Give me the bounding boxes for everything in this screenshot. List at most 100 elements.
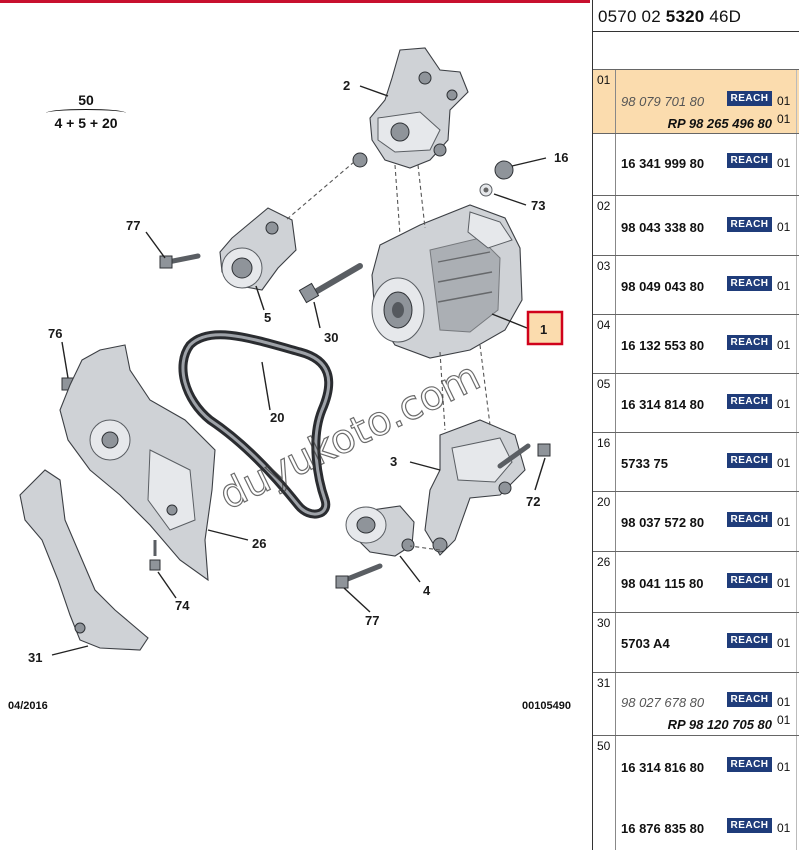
row-rule xyxy=(796,673,797,735)
part-number[interactable]: 98 037 572 80 xyxy=(621,515,705,530)
part-number[interactable]: 5703 A4 xyxy=(621,636,670,651)
part-row-05[interactable]: 05 16 314 814 80 REACH 01 xyxy=(593,374,799,433)
part-number-secondary[interactable]: 16 876 835 80 xyxy=(621,821,705,836)
tensioner-5-part[interactable] xyxy=(219,207,297,291)
part-number[interactable]: 98 049 043 80 xyxy=(621,279,705,294)
ref-prefix: 0570 02 xyxy=(598,7,661,26)
callout-31[interactable]: 31 xyxy=(28,650,42,665)
callout-4[interactable]: 4 xyxy=(423,583,431,598)
lower-cover-part[interactable] xyxy=(19,469,149,651)
diagram-code: 00105490 xyxy=(522,700,571,712)
row-rule xyxy=(796,256,797,314)
row-rule xyxy=(796,433,797,491)
reference-header: 0570 02 5320 46D xyxy=(593,0,799,32)
part-number[interactable]: 16 132 553 80 xyxy=(621,338,705,353)
bolt-72-part[interactable] xyxy=(497,443,551,469)
replacement-part-number[interactable]: RP 98 265 496 80 xyxy=(667,116,772,131)
part-row-01b[interactable]: 16 341 999 80 REACH 01 xyxy=(593,134,799,196)
nut-16-part[interactable] xyxy=(494,160,514,180)
callout-30[interactable]: 30 xyxy=(324,330,338,345)
lower-bracket-3-part[interactable] xyxy=(424,419,526,556)
part-number[interactable]: 98 041 115 80 xyxy=(621,576,704,591)
item-number: 02 xyxy=(593,196,616,255)
item-number xyxy=(593,134,616,195)
washer-73-part[interactable] xyxy=(479,183,493,197)
quantity: 01 xyxy=(777,220,791,234)
drive-belt-part[interactable] xyxy=(178,330,334,519)
callout-5[interactable]: 5 xyxy=(264,310,271,325)
part-number[interactable]: 98 027 678 80 xyxy=(621,695,705,710)
timing-cover-part[interactable] xyxy=(59,344,216,582)
callout-77-lower[interactable]: 77 xyxy=(365,613,379,628)
callout-77-upper[interactable]: 77 xyxy=(126,218,140,233)
diagram-date: 04/2016 xyxy=(8,700,48,712)
part-number[interactable]: 98 079 701 80 xyxy=(621,94,705,109)
replacement-quantity: 01 xyxy=(777,713,791,727)
bolt-77-lower-part[interactable] xyxy=(335,563,383,589)
idler-pulley-part[interactable] xyxy=(345,505,415,557)
callout-74[interactable]: 74 xyxy=(175,598,190,613)
reach-badge: REACH xyxy=(727,573,772,588)
quantity: 01 xyxy=(777,576,791,590)
part-number[interactable]: 16 341 999 80 xyxy=(621,156,705,171)
item-number: 30 xyxy=(593,613,616,672)
item-number: 20 xyxy=(593,492,616,551)
reach-badge: REACH xyxy=(727,276,772,291)
quantity: 01 xyxy=(777,695,791,709)
bolt-77-upper-part[interactable] xyxy=(159,253,201,269)
callout-1[interactable]: 1 xyxy=(540,322,547,337)
callout-20[interactable]: 20 xyxy=(270,410,284,425)
reach-badge: REACH xyxy=(727,217,772,232)
callout-1-highlight-box[interactable] xyxy=(526,310,564,346)
part-row-16[interactable]: 16 5733 75 REACH 01 xyxy=(593,433,799,492)
part-row-03[interactable]: 03 98 049 043 80 REACH 01 xyxy=(593,256,799,315)
part-row-30[interactable]: 30 5703 A4 REACH 01 xyxy=(593,613,799,673)
quantity: 01 xyxy=(777,338,791,352)
quantity: 01 xyxy=(777,636,791,650)
reach-badge: REACH xyxy=(727,512,772,527)
part-number[interactable]: 16 314 814 80 xyxy=(621,397,705,412)
part-number[interactable]: 98 043 338 80 xyxy=(621,220,705,235)
kit-formula-parts: 4 + 5 + 20 xyxy=(54,115,118,131)
row-rule xyxy=(796,374,797,432)
reach-badge: REACH xyxy=(727,394,772,409)
callout-72[interactable]: 72 xyxy=(526,494,540,509)
item-number: 31 xyxy=(593,673,616,735)
reach-badge: REACH xyxy=(727,453,772,468)
bolt-74-part[interactable] xyxy=(149,540,161,571)
row-rule xyxy=(796,70,797,133)
kit-formula: 50 4 + 5 + 20 xyxy=(42,92,130,131)
blank-row xyxy=(593,32,799,70)
item-number: 50 xyxy=(593,736,616,850)
part-row-26[interactable]: 26 98 041 115 80 REACH 01 xyxy=(593,552,799,613)
row-rule xyxy=(796,315,797,373)
item-number: 03 xyxy=(593,256,616,314)
quantity: 01 xyxy=(777,456,791,470)
bolt-30-part[interactable] xyxy=(298,263,363,304)
part-row-01[interactable]: 01 98 079 701 80 REACH 01 RP 98 265 496 … xyxy=(593,70,799,134)
callout-2[interactable]: 2 xyxy=(343,78,350,93)
part-row-04[interactable]: 04 16 132 553 80 REACH 01 xyxy=(593,315,799,374)
reach-badge: REACH xyxy=(727,633,772,648)
alternator-part[interactable] xyxy=(371,204,523,359)
quantity: 01 xyxy=(777,94,791,108)
row-rule xyxy=(796,552,797,612)
ref-bold: 5320 xyxy=(665,7,705,26)
part-number[interactable]: 16 314 816 80 xyxy=(621,760,705,775)
part-row-20[interactable]: 20 98 037 572 80 REACH 01 xyxy=(593,492,799,552)
callout-16[interactable]: 16 xyxy=(554,150,568,165)
replacement-part-number[interactable]: RP 98 120 705 80 xyxy=(667,717,772,732)
upper-bracket-part[interactable] xyxy=(352,47,469,169)
top-red-rule xyxy=(0,0,590,3)
part-number[interactable]: 5733 75 xyxy=(621,456,668,471)
reach-badge: REACH xyxy=(727,153,772,168)
reach-badge: REACH xyxy=(727,757,772,772)
part-row-31[interactable]: 31 98 027 678 80 REACH 01 RP 98 120 705 … xyxy=(593,673,799,736)
reach-badge: REACH xyxy=(727,91,772,106)
callout-76[interactable]: 76 xyxy=(48,326,62,341)
callout-26[interactable]: 26 xyxy=(252,536,266,551)
part-row-02[interactable]: 02 98 043 338 80 REACH 01 xyxy=(593,196,799,256)
callout-3[interactable]: 3 xyxy=(390,454,397,469)
callout-73[interactable]: 73 xyxy=(531,198,545,213)
part-row-50[interactable]: 50 16 314 816 80 REACH 01 16 876 835 80 … xyxy=(593,736,799,850)
